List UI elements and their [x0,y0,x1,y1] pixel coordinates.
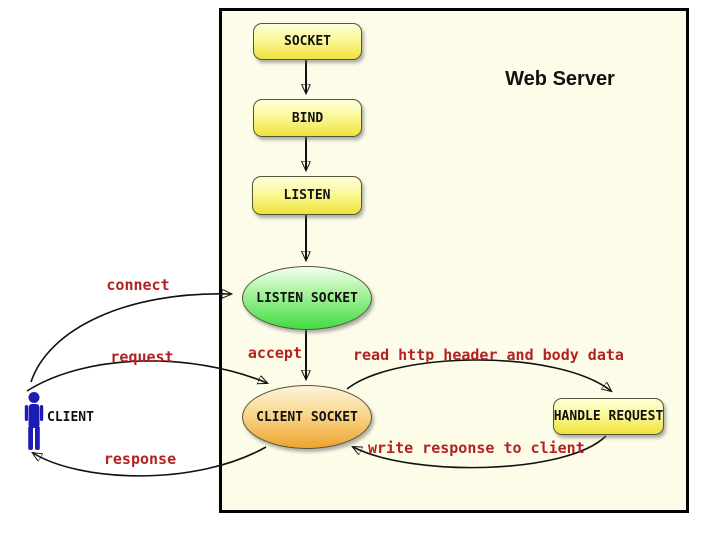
node-bind: BIND [253,99,362,137]
client-label: CLIENT [47,410,94,425]
node-listen-label: LISTEN [283,188,331,203]
arrow-write-handle-request-to-client-socket [353,435,607,469]
node-listen-socket-label: LISTEN SOCKET [256,290,358,306]
node-handle-request: HANDLE REQUEST [553,398,664,435]
arrow-request-client-to-client-socket [26,360,267,392]
node-client-socket-label: CLIENT SOCKET [256,409,358,425]
node-listen: LISTEN [252,176,362,215]
edge-label-accept: accept [247,344,302,362]
edge-label-read-http: read http header and body data [353,346,624,364]
arrow-read-client-socket-to-handle-request [346,359,611,391]
edge-label-request: request [110,348,174,366]
arrow-response-client-socket-to-client [33,446,267,477]
node-client-socket: CLIENT SOCKET [242,385,372,449]
node-bind-label: BIND [291,110,324,126]
node-socket: SOCKET [253,23,362,60]
arrow-connect-client-to-listen-socket [30,294,231,383]
edge-label-response: response [103,450,177,468]
edge-label-write-response: write response to client [368,439,585,457]
web-server-title: Web Server [505,68,615,90]
edge-label-connect: connect [106,276,170,294]
node-listen-socket: LISTEN SOCKET [242,266,372,330]
node-handle-request-label: HANDLE REQUEST [553,409,664,424]
client-person-icon [24,392,44,450]
node-socket-label: SOCKET [284,34,331,49]
